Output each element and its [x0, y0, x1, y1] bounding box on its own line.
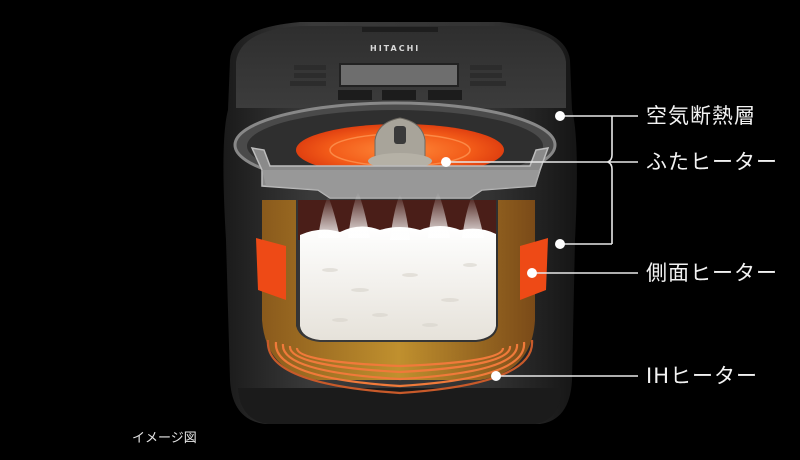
brand-logo: HITACHI	[370, 44, 421, 53]
steam	[318, 192, 484, 240]
air-insulation-dot	[555, 111, 565, 121]
air-insulation-dot-lower	[555, 239, 565, 249]
label-ih-heater: IHヒーター	[646, 364, 758, 388]
callout-dots	[441, 111, 565, 381]
ih-heater-dot	[491, 371, 501, 381]
image-caption: イメージ図	[132, 431, 197, 446]
control-panel	[290, 27, 506, 100]
label-lid-heater: ふたヒーター	[646, 150, 778, 174]
side-heater-dot	[527, 268, 537, 278]
rice	[300, 226, 496, 340]
lid-heater-dot	[441, 157, 451, 167]
ih-heater-coils	[266, 339, 534, 395]
callout-lines	[446, 115, 638, 377]
label-air-insulation: 空気断熱層	[646, 104, 756, 128]
label-side-heater: 側面ヒーター	[646, 261, 778, 285]
inner-lid	[233, 101, 557, 199]
